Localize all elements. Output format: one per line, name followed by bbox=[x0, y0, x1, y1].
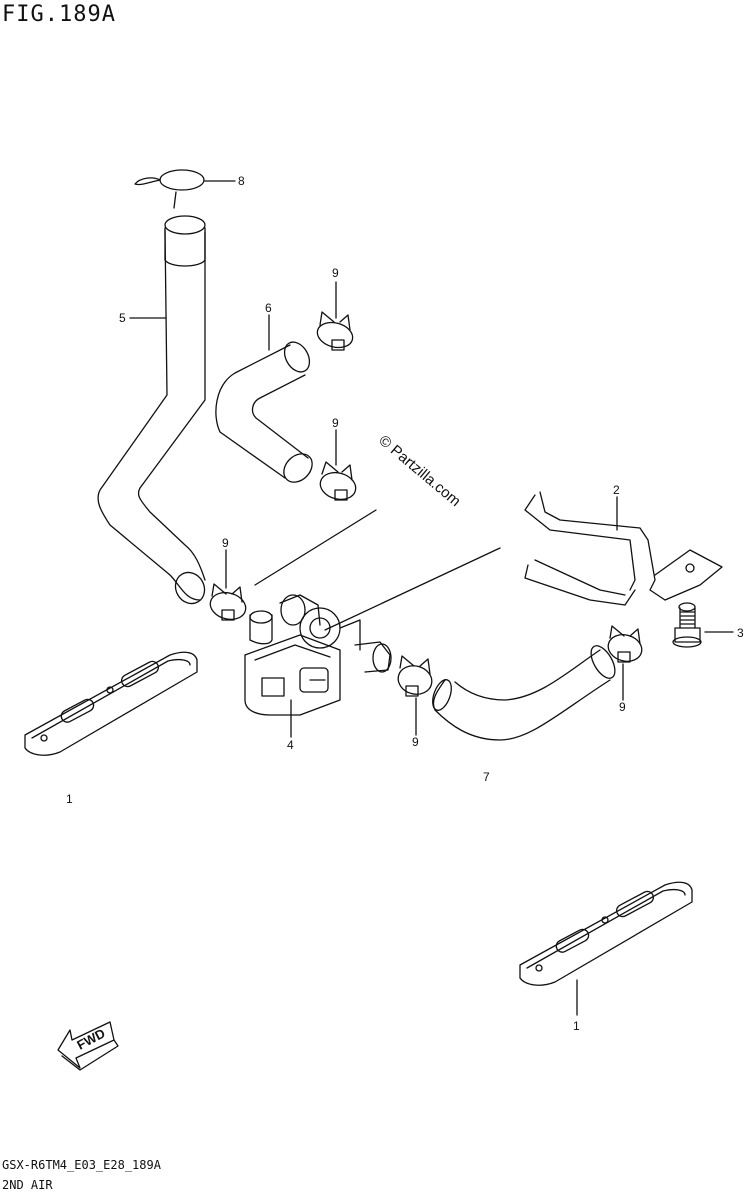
hose-part-7 bbox=[432, 645, 616, 741]
assembly-line-a bbox=[254, 509, 377, 586]
callout-label-1-left: 1 bbox=[66, 792, 73, 806]
assembly-line-b bbox=[324, 547, 501, 631]
bracket-part-2 bbox=[524, 491, 723, 606]
callout-label-9-left: 9 bbox=[222, 536, 229, 550]
callout-label-1: 1 bbox=[573, 1019, 580, 1033]
callout-label-2: 2 bbox=[613, 483, 620, 497]
callout-label-6: 6 bbox=[265, 301, 272, 315]
clamp-9-lower bbox=[397, 655, 433, 697]
bracket-part-1 bbox=[519, 881, 693, 986]
clamp-9-mid bbox=[319, 461, 357, 501]
clamp-9-right bbox=[607, 625, 643, 663]
figure-title: FIG.189A bbox=[2, 2, 116, 27]
callout-label-9-top: 9 bbox=[332, 266, 339, 280]
callout-label-8: 8 bbox=[238, 174, 245, 188]
partzilla-watermark: © Partzilla.com bbox=[375, 432, 463, 510]
section-name: 2ND AIR bbox=[2, 1178, 53, 1192]
clamp-9-left bbox=[209, 583, 247, 621]
model-code: GSX-R6TM4_E03_E28_189A bbox=[2, 1158, 161, 1172]
clip-part-8 bbox=[134, 169, 205, 209]
callout-label-9-mid: 9 bbox=[332, 416, 339, 430]
bolt-part-3 bbox=[672, 602, 702, 648]
hose-part-6 bbox=[215, 341, 313, 483]
callout-label-7: 7 bbox=[483, 770, 490, 784]
callout-label-5: 5 bbox=[119, 311, 126, 325]
forward-arrow-icon bbox=[57, 1021, 119, 1071]
bracket-part-1-left bbox=[24, 651, 198, 756]
valve-part-4 bbox=[244, 594, 392, 716]
callout-label-9-lower: 9 bbox=[412, 735, 419, 749]
callout-label-9-right: 9 bbox=[619, 700, 626, 714]
callout-label-4: 4 bbox=[287, 738, 294, 752]
callout-label-3: 3 bbox=[737, 626, 744, 640]
clamp-9-top bbox=[316, 311, 354, 351]
hose-part-5 bbox=[97, 215, 206, 605]
